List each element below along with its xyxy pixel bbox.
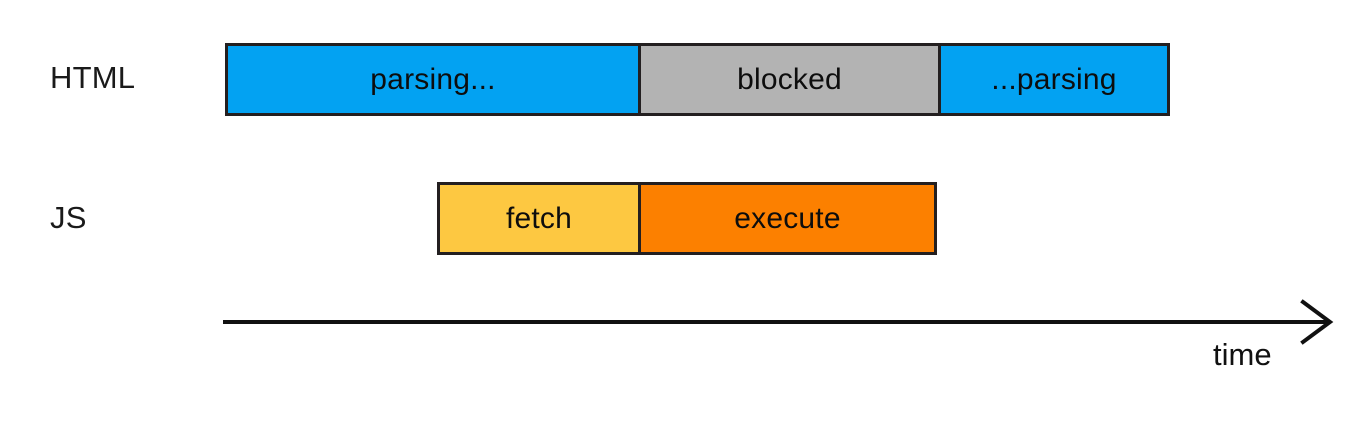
timeline-bar-html: parsing... blocked ...parsing — [225, 43, 1170, 116]
time-axis-label: time — [1213, 337, 1272, 372]
timeline-bar-js: fetch execute — [437, 182, 937, 255]
row-label-html: HTML — [50, 60, 136, 95]
segment-fetch: fetch — [440, 185, 638, 252]
segment-parsing-end: ...parsing — [938, 46, 1167, 113]
segment-execute: execute — [638, 185, 934, 252]
segment-blocked: blocked — [638, 46, 938, 113]
segment-parsing-start: parsing... — [228, 46, 638, 113]
time-axis-arrow — [218, 296, 1343, 352]
row-label-js: JS — [50, 200, 87, 235]
arrow-line-icon — [223, 299, 1334, 345]
